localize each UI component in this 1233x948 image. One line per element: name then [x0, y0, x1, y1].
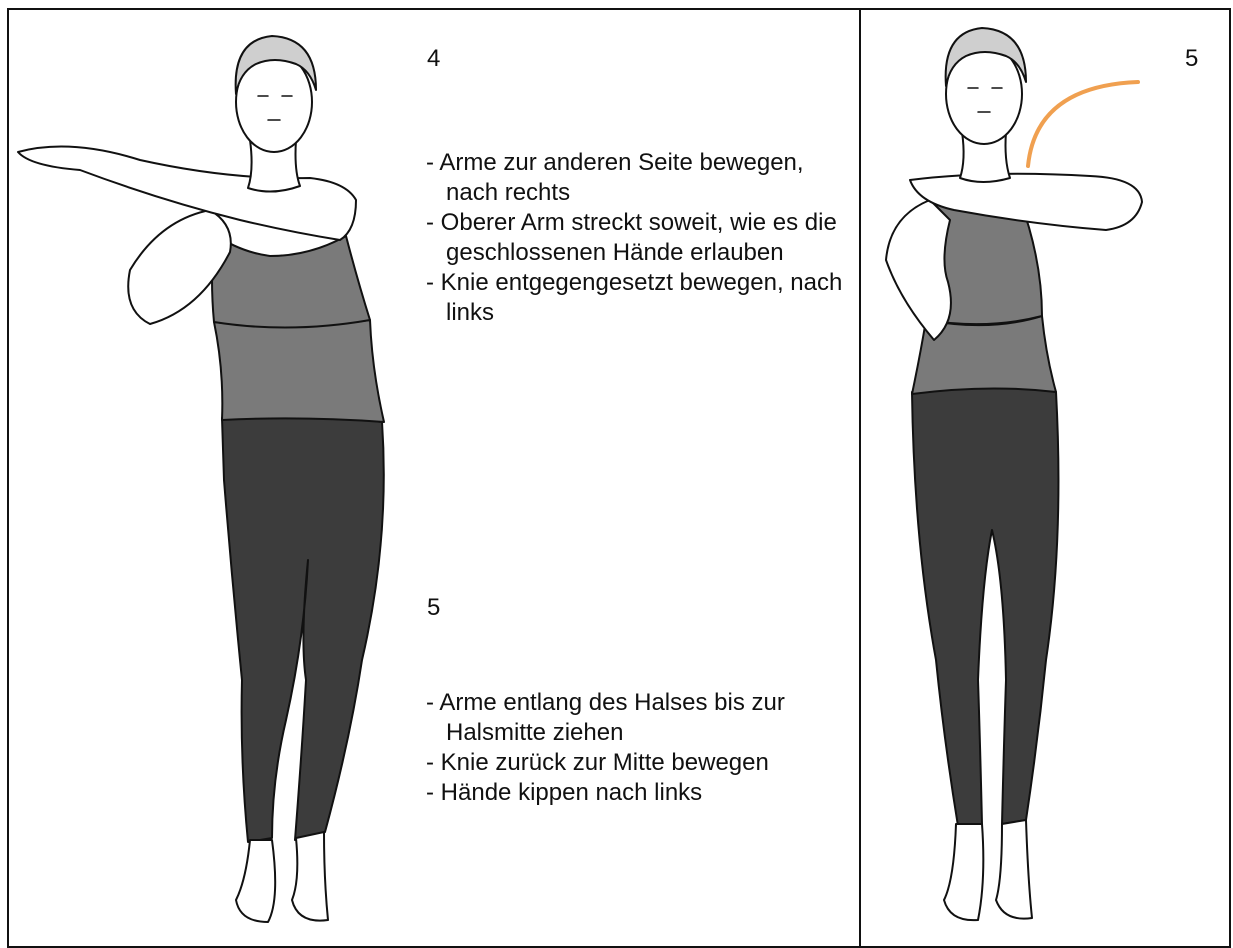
exercise-figure-left [10, 20, 420, 942]
leggings [222, 416, 384, 842]
right-panel-number: 5 [1185, 47, 1198, 71]
right-foot [292, 832, 328, 921]
torso-lower [214, 320, 384, 422]
left-foot [944, 824, 983, 920]
step-5-number: 5 [427, 596, 440, 620]
step-5-instructions: Arme entlang des Halses bis zur Halsmitt… [426, 688, 846, 808]
step-5-item-3: Hände kippen nach links [426, 778, 846, 808]
panel-divider [859, 8, 861, 948]
step-5-item-1: Arme entlang des Halses bis zur Halsmitt… [426, 688, 846, 748]
right-foot [996, 820, 1032, 919]
raised-arm-left [886, 200, 951, 340]
top-garment [212, 234, 370, 328]
left-foot [236, 840, 275, 922]
step-4-item-1: Arme zur anderen Seite bewegen, nach rec… [426, 148, 846, 208]
step-4-item-2: Oberer Arm streckt soweit, wie es die ge… [426, 208, 846, 268]
step-4-item-3: Knie entgegengesetzt bewegen, nach links [426, 268, 846, 328]
step-4-instructions: Arme zur anderen Seite bewegen, nach rec… [426, 148, 846, 328]
step-5-item-2: Knie zurück zur Mitte bewegen [426, 748, 846, 778]
movement-arc-indicator [1016, 76, 1146, 176]
leggings [912, 386, 1058, 826]
step-4-number: 4 [427, 47, 440, 71]
